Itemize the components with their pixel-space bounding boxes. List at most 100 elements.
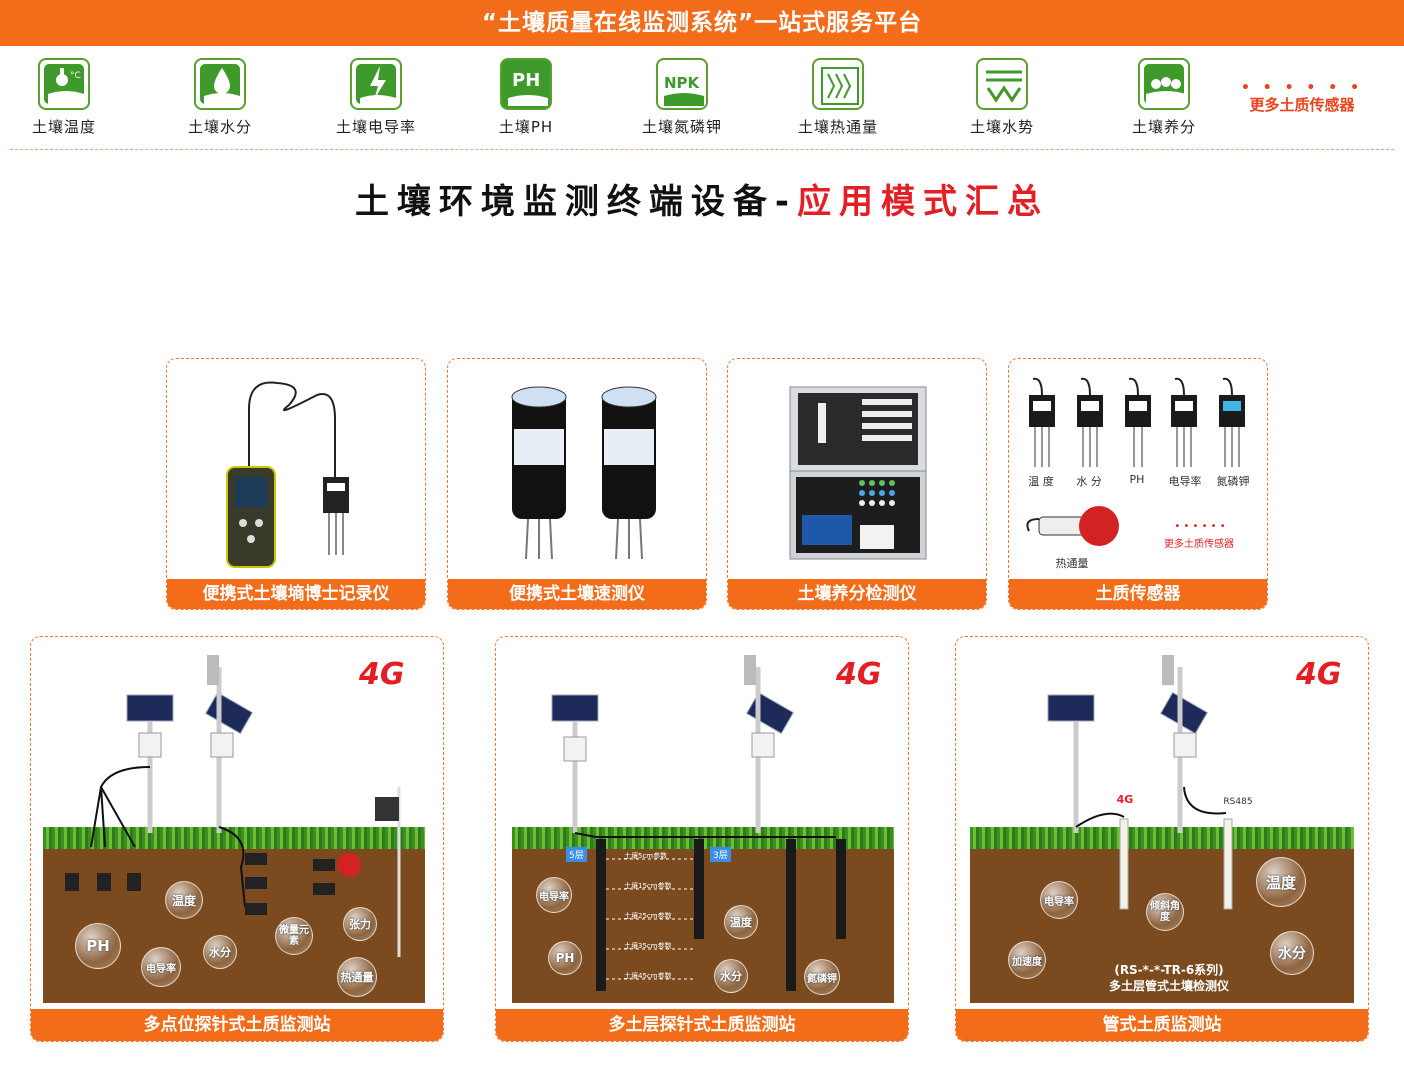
small-badge-4g: 4G [1116, 793, 1134, 806]
bubble-tension: 张力 [343, 907, 377, 941]
badge-4g: 4G [359, 657, 405, 692]
soil-moisture-icon [194, 58, 246, 110]
sensor-label-ph: PH [1129, 473, 1145, 486]
bubble-npk: 氮磷钾 [804, 959, 840, 995]
svg-text:°C: °C [70, 71, 81, 81]
icon-item-temperature[interactable]: °C 土壤温度 [0, 58, 134, 137]
station-card-multilayer[interactable]: 5层 3层 土壤5cm参数 土壤15cm参数 土壤25cm参数 土壤35cm参数… [495, 636, 909, 1042]
product-card-soil-sensors[interactable]: 温 度 水 分 PH 电导率 氮磷钾 热通量 • • • • • • 更多土质传… [1008, 358, 1268, 610]
icon-item-water-potential[interactable]: 土壤水势 [932, 58, 1072, 137]
soil-nutrient-icon [1138, 58, 1190, 110]
card-label: 便携式土壤墒博士记录仪 [167, 579, 425, 609]
layer-label-15cm: 土壤15cm参数 [624, 882, 672, 890]
heading-part1: 土壤环境监测终端设备- [354, 182, 798, 222]
more-sensors-small[interactable]: 更多土质传感器 [1164, 539, 1234, 550]
layer-tag-3: 3层 [710, 847, 731, 862]
bubble-tilt-angle: 倾斜角度 [1146, 893, 1184, 931]
product-card-data-logger[interactable]: 便携式土壤墒博士记录仪 [166, 358, 426, 610]
sensor-label-heat-flux: 热通量 [1055, 557, 1089, 570]
bubble-conductivity: 电导率 [536, 877, 572, 913]
sensor-label-moisture: 水 分 [1076, 475, 1102, 488]
bubble-temperature: 温度 [724, 905, 758, 939]
icon-item-ph[interactable]: PH 土壤PH [456, 58, 596, 137]
icon-label: 土壤氮磷钾 [641, 118, 722, 136]
top-banner: “土壤质量在线监测系统”一站式服务平台 [0, 0, 1404, 46]
icon-label: 土壤温度 [31, 118, 96, 136]
npk-text: NPK [664, 74, 701, 92]
icon-label: 土壤养分 [1131, 118, 1196, 136]
icon-item-moisture[interactable]: 土壤水分 [150, 58, 290, 137]
soil-npk-icon: NPK [656, 58, 708, 110]
icon-item-heat-flux[interactable]: 土壤热通量 [768, 58, 908, 137]
card-label: 多土层探针式土质监测站 [496, 1009, 908, 1041]
banner-title: “土壤质量在线监测系统”一站式服务平台 [481, 10, 923, 36]
sensor-icon-row: °C 土壤温度 土壤水分 土壤电导率 PH 土壤PH NPK 土壤 [0, 58, 1404, 144]
bubble-temperature: 温度 [1256, 857, 1306, 907]
layer-label-35cm: 土壤35cm参数 [624, 942, 672, 950]
more-dots-small: • • • • • • [1174, 521, 1226, 532]
icon-item-conductivity[interactable]: 土壤电导率 [306, 58, 446, 137]
data-logger-image [226, 381, 349, 568]
rs485-label: RS485 [1223, 797, 1253, 807]
ph-text: PH [512, 70, 540, 91]
station-scene [65, 655, 401, 957]
bubble-temperature: 温度 [165, 881, 203, 919]
soil-conductivity-icon [350, 58, 402, 110]
badge-4g: 4G [836, 657, 882, 692]
page-heading: 土壤环境监测终端设备-应用模式汇总 [0, 174, 1404, 223]
nutrient-tester-image [789, 386, 927, 560]
more-sensors-link[interactable]: • • • • • • 更多土质传感器 [1232, 80, 1372, 115]
bubble-moisture: 水分 [1270, 931, 1314, 975]
grass-strip [970, 827, 1354, 849]
soil-temperature-icon: °C [38, 58, 90, 110]
icon-item-npk[interactable]: NPK 土壤氮磷钾 [612, 58, 752, 137]
bubble-moisture: 水分 [714, 959, 748, 993]
soil-ph-icon: PH [500, 58, 552, 110]
bubble-trace-elements: 微量元素 [275, 917, 313, 955]
station-card-tube[interactable]: 4G 4G RS485 电导率 倾斜角度 温度 加速度 水分 (RS-*-*-T… [955, 636, 1369, 1042]
grass-strip [43, 827, 425, 849]
icon-label: 土壤水势 [969, 118, 1034, 136]
model-series: (RS-*-*-TR-6系列) [1114, 963, 1224, 977]
soil-water-potential-icon [976, 58, 1028, 110]
bubble-conductivity: 电导率 [1040, 881, 1078, 919]
more-dots: • • • • • • [1240, 80, 1364, 96]
icon-item-nutrient[interactable]: 土壤养分 [1094, 58, 1234, 137]
speed-tester-image [511, 386, 657, 560]
sensor-label-temperature: 温 度 [1028, 475, 1054, 488]
bubble-heat-flux: 热通量 [337, 957, 377, 997]
heading-part2: 应用模式汇总 [797, 182, 1050, 222]
card-label: 多点位探针式土质监测站 [31, 1009, 443, 1041]
card-label: 便携式土壤速测仪 [448, 579, 706, 609]
divider [10, 149, 1394, 150]
layer-label-25cm: 土壤25cm参数 [624, 912, 672, 920]
sensor-label-conductivity: 电导率 [1168, 475, 1202, 488]
bubble-conductivity: 电导率 [141, 947, 181, 987]
station-card-multipoint[interactable]: 4G 温度 PH 电导率 水分 微量元素 张力 热通量 多点位探针式土质监测站 [30, 636, 444, 1042]
icon-label: 土壤电导率 [335, 118, 416, 136]
bubble-ph: PH [548, 941, 582, 975]
product-card-nutrient-tester[interactable]: 土壤养分检测仪 [727, 358, 987, 610]
station-scene [1047, 655, 1233, 910]
badge-4g: 4G [1296, 657, 1342, 692]
layer-label-5cm: 土壤5cm参数 [624, 852, 668, 860]
bubble-ph: PH [75, 923, 121, 969]
soil-sensors-image [1026, 377, 1245, 546]
card-label: 土壤养分检测仪 [728, 579, 986, 609]
layer-tag-5: 5层 [566, 847, 587, 862]
station-scene [551, 655, 846, 991]
icon-label: 土壤热通量 [797, 118, 878, 136]
icon-label: 土壤PH [498, 118, 554, 136]
soil-heat-flux-icon [812, 58, 864, 110]
model-description: 多土层管式土壤检测仪 [1108, 979, 1229, 993]
bubble-acceleration: 加速度 [1008, 941, 1046, 979]
more-sensors-label: 更多土质传感器 [1249, 96, 1355, 114]
sensor-label-npk: 氮磷钾 [1216, 475, 1250, 488]
icon-label: 土壤水分 [187, 118, 252, 136]
layer-label-45cm: 土壤45cm参数 [624, 972, 672, 980]
card-label: 土质传感器 [1009, 579, 1267, 609]
product-card-speed-tester[interactable]: 便携式土壤速测仪 [447, 358, 707, 610]
bubble-moisture: 水分 [203, 935, 237, 969]
card-label: 管式土质监测站 [956, 1009, 1368, 1041]
